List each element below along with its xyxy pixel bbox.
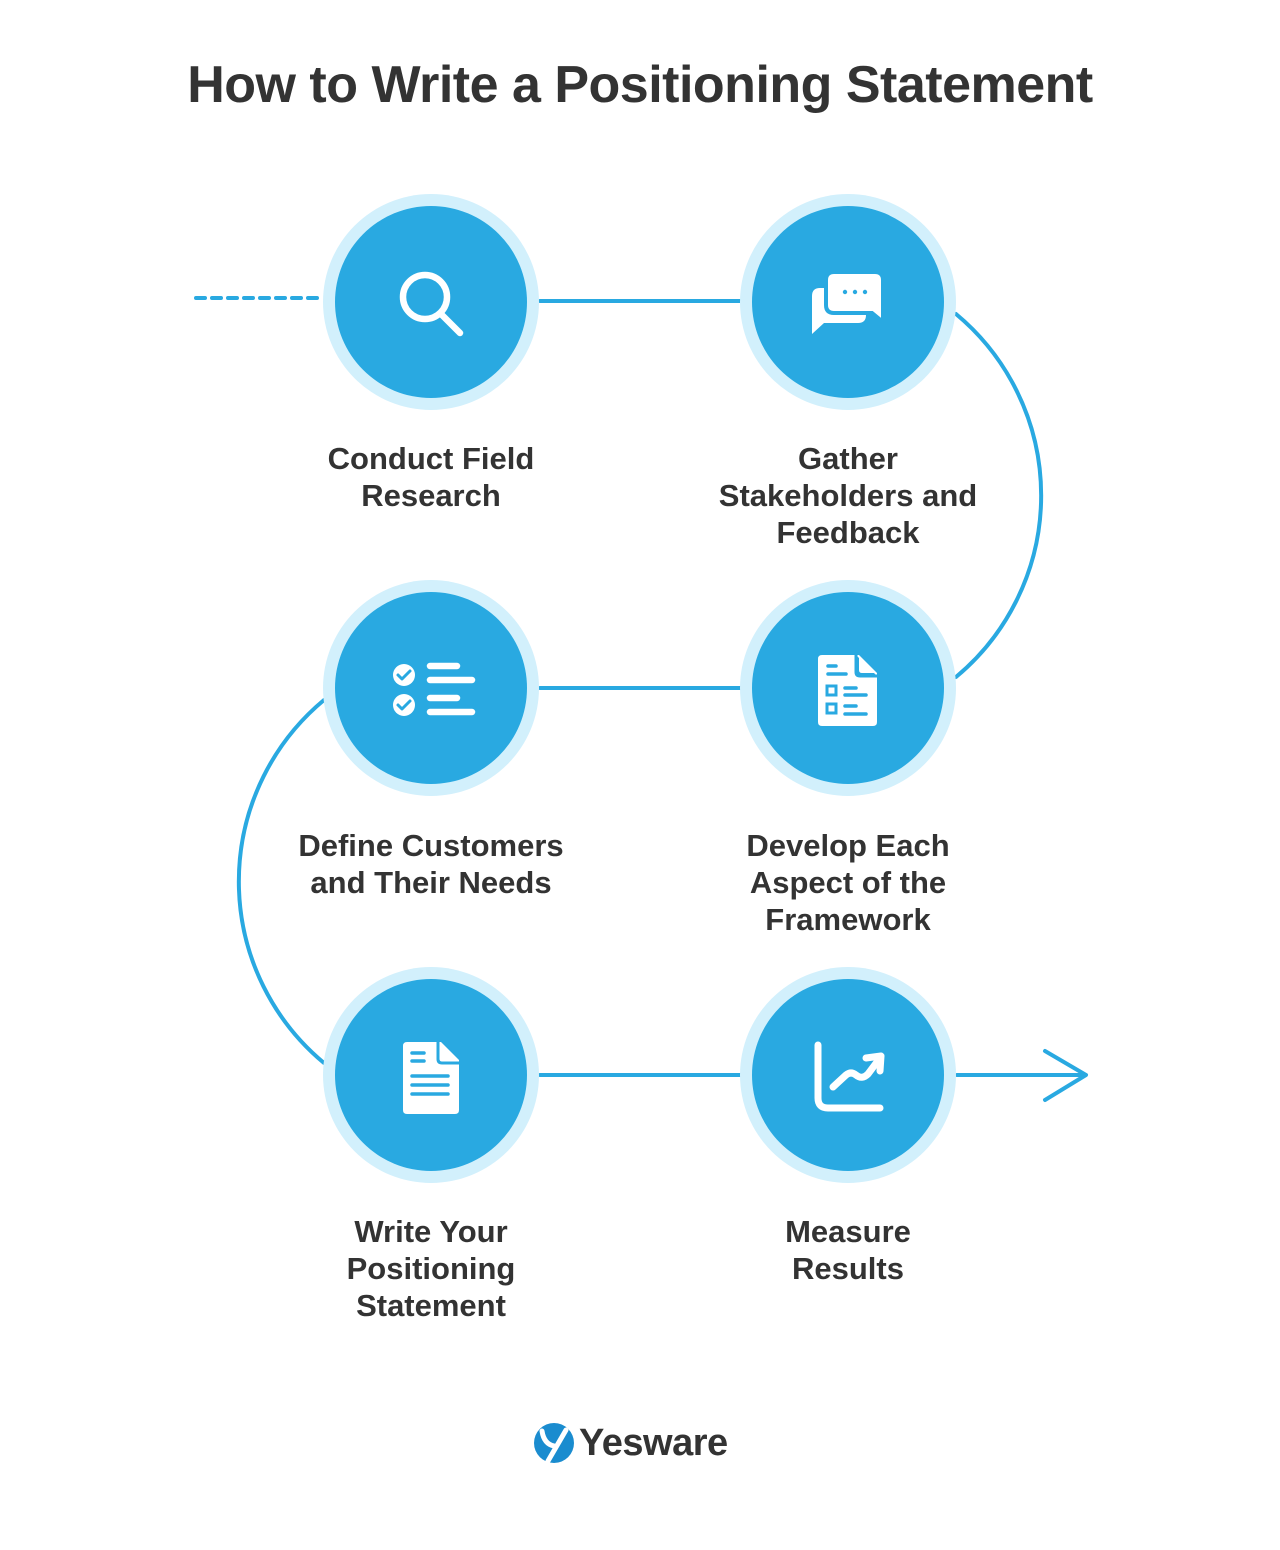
step-3-label: Define Customers and Their Needs <box>298 828 564 900</box>
step-5-node <box>323 967 539 1183</box>
document-icon <box>403 1042 459 1114</box>
step-3-node <box>323 580 539 796</box>
step-2-label: Gather Stakeholders and Feedback <box>718 441 978 550</box>
step-5-label: Write Your Positioning Statement <box>346 1214 516 1323</box>
connector-3-5-arc <box>236 698 326 1065</box>
step-6-label: Measure Results <box>785 1214 911 1286</box>
yesware-logo: Yesware <box>533 1420 728 1466</box>
step-4-node <box>740 580 956 796</box>
step-6-node <box>740 967 956 1183</box>
checklist-icon <box>393 662 476 716</box>
connector-2-4-arc <box>954 312 1044 679</box>
step-2-node <box>740 194 956 410</box>
yesware-logo-icon <box>534 1423 574 1464</box>
form-document-icon <box>818 655 877 726</box>
page-title: How to Write a Positioning Statement <box>187 56 1093 114</box>
step-1-label: Conduct Field Research <box>327 441 535 513</box>
growth-chart-icon <box>814 1041 885 1112</box>
search-icon <box>399 271 464 337</box>
flow-connectors <box>194 296 1088 1102</box>
end-arrow-head <box>1043 1049 1088 1102</box>
chat-bubbles-icon <box>812 270 885 334</box>
step-4-label: Develop Each Aspect of the Framework <box>746 828 950 937</box>
brand-name: Yesware <box>579 1422 728 1464</box>
step-1-node <box>323 194 539 410</box>
